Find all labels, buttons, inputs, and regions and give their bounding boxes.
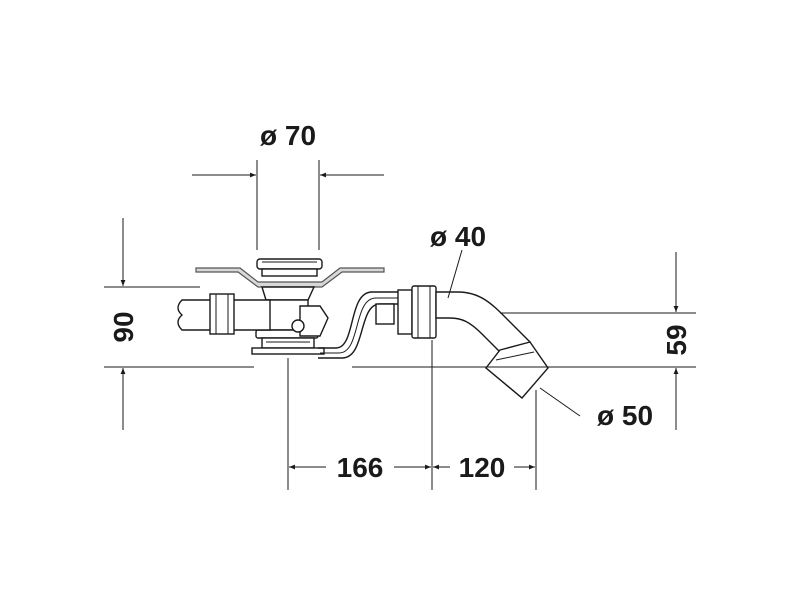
dimension-pipe-diameter: ø 40 — [430, 221, 486, 299]
dimension-horizontal: 166 120 — [289, 452, 535, 483]
label-height-total: 90 — [108, 311, 139, 342]
label-top-diameter: ø 70 — [260, 120, 316, 151]
dimension-outlet-diameter: ø 50 — [539, 387, 653, 431]
dimension-height-outlet: 59 — [661, 252, 692, 430]
label-horizontal-1: 166 — [337, 452, 384, 483]
dimension-height-total: 90 — [108, 218, 139, 430]
label-horizontal-2: 120 — [459, 452, 506, 483]
dimension-top-diameter: ø 70 — [192, 120, 384, 178]
label-height-outlet: 59 — [661, 324, 692, 355]
outlet-pipe — [435, 291, 549, 399]
overflow-pipe — [177, 293, 271, 335]
extension-lines — [104, 160, 696, 490]
union-nut — [397, 285, 437, 339]
label-outlet-diameter: ø 50 — [597, 400, 653, 431]
drain-cap — [256, 258, 323, 277]
drain-elbow — [291, 305, 329, 337]
trap-pipe — [318, 291, 410, 359]
label-pipe-diameter: ø 40 — [430, 221, 486, 252]
tub-floor-plate — [195, 267, 385, 288]
